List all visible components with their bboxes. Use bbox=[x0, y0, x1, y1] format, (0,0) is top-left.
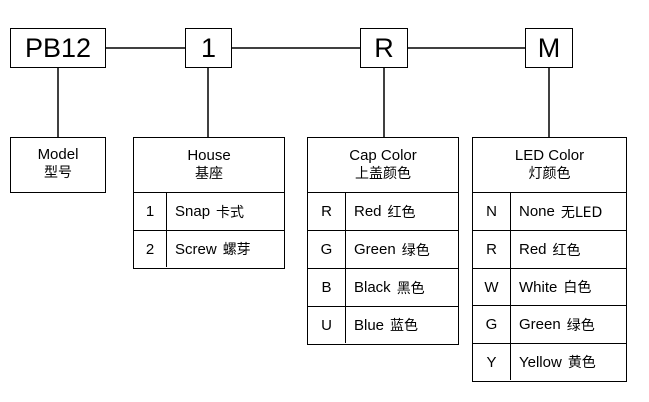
led-table-header: LED Color 灯颜色 bbox=[473, 138, 626, 192]
row-key: Y bbox=[473, 344, 511, 380]
model-title-cn: 型号 bbox=[44, 165, 72, 182]
row-key: W bbox=[473, 269, 511, 305]
led-title-en: LED Color bbox=[514, 146, 585, 164]
row-value: Red 红色 bbox=[519, 241, 581, 259]
house-table: House 基座 1 Snap 卡式 2 Screw 螺芽 bbox=[133, 137, 285, 269]
model-code-box: PB12 bbox=[10, 28, 106, 68]
row-value: Red 红色 bbox=[354, 203, 416, 221]
cap-title-en: Cap Color bbox=[349, 146, 417, 164]
table-row: N None 无LED bbox=[473, 192, 626, 230]
row-key: 2 bbox=[134, 231, 167, 267]
row-value: Screw 螺芽 bbox=[175, 240, 251, 259]
led-title-cn: 灯颜色 bbox=[528, 165, 571, 182]
house-table-header: House 基座 bbox=[134, 138, 284, 192]
table-row: R Red 红色 bbox=[473, 230, 626, 268]
table-row: U Blue 蓝色 bbox=[308, 306, 458, 343]
row-value: Snap 卡式 bbox=[175, 203, 245, 221]
row-key: G bbox=[308, 231, 346, 268]
row-key: R bbox=[473, 231, 511, 268]
led-code-box: M bbox=[525, 28, 573, 68]
model-table: Model 型号 bbox=[10, 137, 106, 193]
model-title-en: Model bbox=[37, 146, 79, 164]
house-title-cn: 基座 bbox=[195, 165, 223, 182]
table-row: R Red 红色 bbox=[308, 192, 458, 230]
row-value: Green 绿色 bbox=[354, 241, 430, 259]
table-row: 1 Snap 卡式 bbox=[134, 192, 284, 230]
row-key: G bbox=[473, 306, 511, 343]
led-color-table: LED Color 灯颜色 N None 无LED R Red 红色 W Whi… bbox=[472, 137, 627, 382]
model-code: PB12 bbox=[24, 32, 92, 63]
led-code: M bbox=[537, 32, 561, 63]
table-row: 2 Screw 螺芽 bbox=[134, 230, 284, 267]
row-key: U bbox=[308, 307, 346, 343]
row-value: Green 绿色 bbox=[519, 316, 595, 334]
house-code-box: 1 bbox=[185, 28, 232, 68]
cap-color-table: Cap Color 上盖颜色 R Red 红色 G Green 绿色 B Bla… bbox=[307, 137, 459, 345]
row-value: White 白色 bbox=[519, 278, 592, 297]
row-key: 1 bbox=[134, 193, 167, 230]
table-row: G Green 绿色 bbox=[473, 305, 626, 343]
model-table-header: Model 型号 bbox=[11, 138, 105, 191]
table-row: B Black 黑色 bbox=[308, 268, 458, 306]
row-key: N bbox=[473, 193, 511, 230]
row-value: Yellow 黄色 bbox=[519, 353, 596, 372]
row-key: R bbox=[308, 193, 346, 230]
table-row: W White 白色 bbox=[473, 268, 626, 305]
cap-table-header: Cap Color 上盖颜色 bbox=[308, 138, 458, 192]
cap-title-cn: 上盖颜色 bbox=[355, 165, 411, 182]
row-key: B bbox=[308, 269, 346, 306]
house-title-en: House bbox=[187, 146, 231, 164]
row-value: None 无LED bbox=[519, 203, 603, 221]
cap-code: R bbox=[374, 32, 394, 63]
cap-code-box: R bbox=[360, 28, 408, 68]
house-code: 1 bbox=[200, 32, 217, 63]
row-value: Black 黑色 bbox=[354, 279, 425, 297]
table-row: G Green 绿色 bbox=[308, 230, 458, 268]
table-row: Y Yellow 黄色 bbox=[473, 343, 626, 380]
row-value: Blue 蓝色 bbox=[354, 316, 419, 335]
